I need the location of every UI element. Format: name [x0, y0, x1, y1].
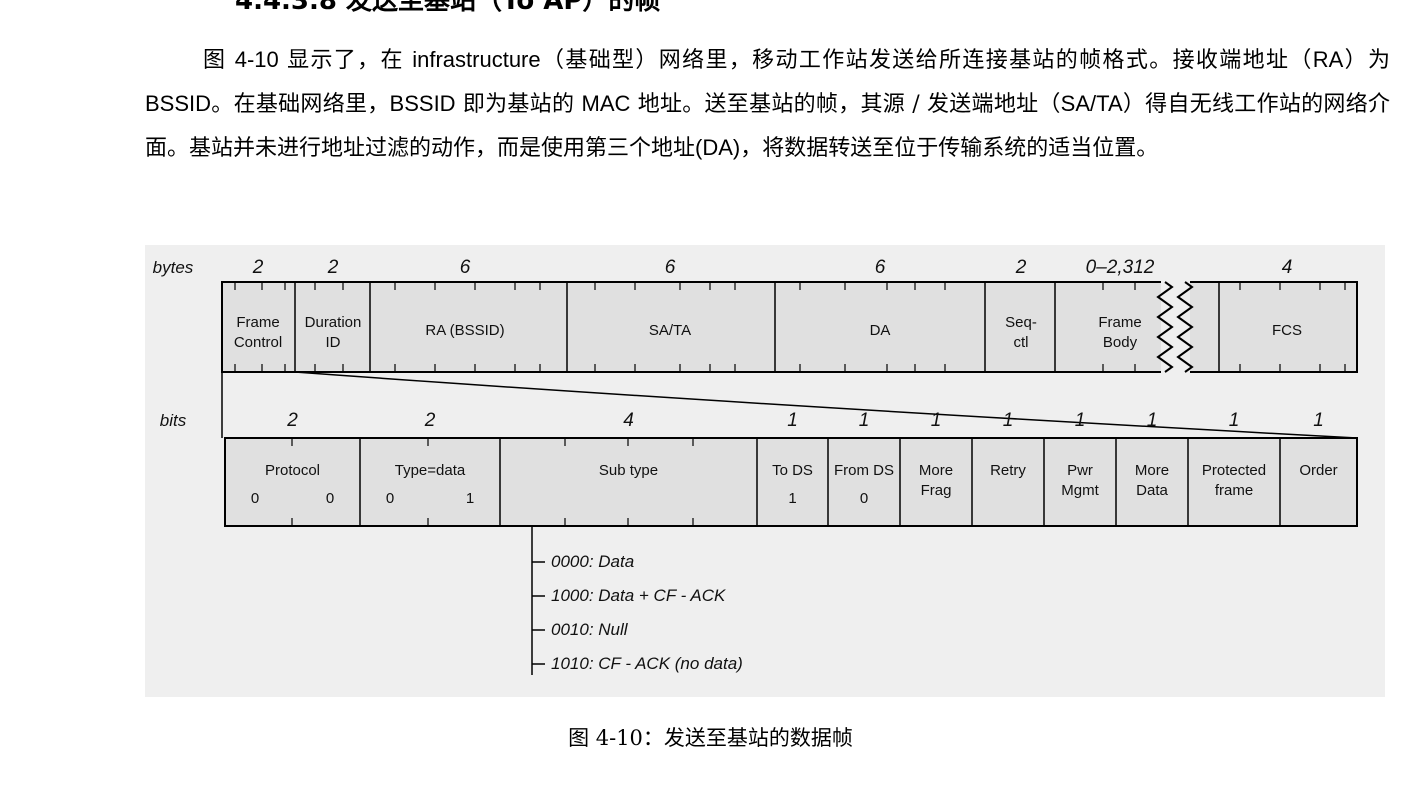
control-box	[224, 437, 1358, 527]
frame-field-label: ctl	[1014, 334, 1029, 351]
byte-size-label: 4	[1282, 257, 1293, 278]
paragraph-run: BSSID	[145, 91, 212, 116]
paragraph-run: infrastructure	[412, 47, 541, 72]
byte-size-label: 0–2,312	[1086, 257, 1155, 278]
expand-line-right	[294, 371, 1358, 439]
control-field-value: 0	[860, 490, 868, 507]
control-field-label: Mgmt	[1061, 482, 1099, 499]
byte-size-label: 2	[327, 257, 339, 278]
section-heading: 4.4.3.8 发送至基站（To AP）的帧	[235, 0, 661, 16]
control-field-label: Type=data	[395, 462, 466, 479]
bit-size-label: 1	[1229, 410, 1240, 431]
frame-field-label: Duration	[305, 314, 362, 331]
frame-field-label: ID	[326, 334, 341, 351]
frame-field-label: Frame	[236, 314, 279, 331]
paragraph-run: 即为基站的	[455, 92, 582, 117]
control-field-value: 0	[251, 490, 259, 507]
break-zigzag-left	[1156, 281, 1174, 373]
bit-size-label: 2	[286, 410, 298, 431]
byte-size-label: 6	[460, 257, 471, 278]
bit-size-label: 1	[859, 410, 870, 431]
paragraph-run: RA	[1312, 47, 1344, 72]
bytes-label: bytes	[153, 258, 194, 277]
frame-field-label: Frame	[1098, 314, 1141, 331]
paragraph-run: 4-10	[234, 47, 279, 72]
figure-caption: 图 4-10：发送至基站的数据帧	[568, 726, 853, 750]
subtype-item: 0010: Null	[551, 620, 629, 639]
bit-size-label: 1	[1313, 410, 1324, 431]
paragraph-run: 地址。送至基站的帧，其源 / 发送端地址（	[630, 92, 1061, 117]
bit-size-label: 1	[1147, 410, 1158, 431]
bit-size-label: 4	[623, 410, 634, 431]
subtype-item: 0000: Data	[551, 552, 634, 571]
byte-size-label: 2	[252, 257, 264, 278]
control-field-label: To DS	[772, 462, 813, 479]
frame-field-label: SA/TA	[649, 322, 691, 339]
control-field-label: Protocol	[265, 462, 320, 479]
control-field-label: frame	[1215, 482, 1253, 499]
paragraph-run: MAC	[581, 91, 631, 116]
control-field-label: Retry	[990, 462, 1026, 479]
control-field-label: Pwr	[1067, 462, 1093, 479]
control-field-label: Order	[1299, 462, 1337, 479]
body-paragraph: 图 4-10 显示了，在 infrastructure（基础型）网络里，移动工作…	[145, 38, 1390, 170]
frame-field-label: RA (BSSID)	[425, 322, 504, 339]
paragraph-run: ）为	[1343, 48, 1390, 73]
frame-field-label: DA	[870, 322, 891, 339]
control-field-label: Data	[1136, 482, 1168, 499]
paragraph-run: SA/TA	[1060, 91, 1123, 116]
bit-size-label: 1	[931, 410, 942, 431]
control-field-label: From DS	[834, 462, 894, 479]
frame-break-gap	[1161, 280, 1190, 374]
paragraph-run: ）得自无线工作站的网络介面。基站并未进行地址过滤的动作，而是使用第三个地址	[145, 92, 1390, 161]
paragraph-run: 显示了，在	[278, 48, 413, 73]
subtype-item: 1010: CF - ACK (no data)	[551, 654, 743, 673]
bits-label: bits	[160, 411, 187, 430]
paragraph-run: （基础型）网络里，移动工作站发送给所连接基站的帧格式。接收端地址（	[540, 48, 1313, 73]
paragraph-run: BSSID	[389, 91, 456, 116]
bit-size-label: 2	[424, 410, 436, 431]
control-field-value: 1	[466, 490, 474, 507]
control-field-value: 0	[326, 490, 334, 507]
control-field-value: 1	[788, 490, 796, 507]
control-field-label: Protected	[1202, 462, 1266, 479]
control-field-label: More	[919, 462, 953, 479]
paragraph-run: (DA)	[695, 135, 741, 160]
paragraph-run: ，将数据转送至位于传输系统的适当位置。	[740, 136, 1159, 161]
frame-box	[221, 281, 1164, 373]
paragraph-run: 。在基础网络里，	[211, 92, 390, 117]
frame-field-label: Seq-	[1005, 314, 1037, 331]
bit-size-label: 1	[1003, 410, 1014, 431]
frame-field-label: FCS	[1272, 322, 1302, 339]
control-field-label: Sub type	[599, 462, 658, 479]
frame-field-label: Body	[1103, 334, 1138, 351]
paragraph-run: 图	[203, 48, 235, 73]
bit-size-label: 1	[787, 410, 798, 431]
control-field-label: Frag	[921, 482, 952, 499]
byte-size-label: 2	[1015, 257, 1027, 278]
frame-field-label: Control	[234, 334, 282, 351]
byte-size-label: 6	[665, 257, 676, 278]
bit-size-label: 1	[1075, 410, 1086, 431]
byte-size-label: 6	[875, 257, 886, 278]
subtype-item: 1000: Data + CF - ACK	[551, 586, 726, 605]
break-zigzag-right	[1176, 281, 1194, 373]
control-field-label: More	[1135, 462, 1169, 479]
control-field-value: 0	[386, 490, 394, 507]
